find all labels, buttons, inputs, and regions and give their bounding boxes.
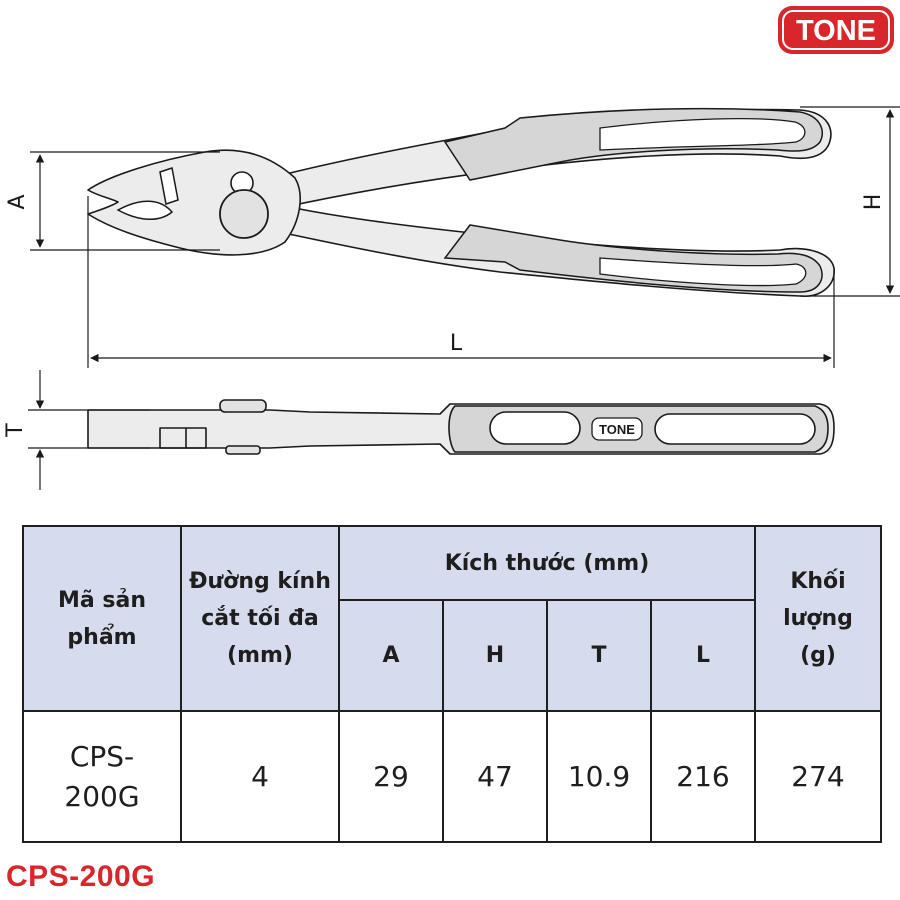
cell-l: 216 [649, 710, 757, 843]
table-subheader-row: A H T L [23, 599, 881, 712]
pivot-bolt [219, 189, 269, 239]
header-dimensions: Kích thước (mm) [337, 525, 757, 601]
table-header-row: Mã sản phẩm Đường kính cắt tối đa (mm) K… [22, 525, 883, 712]
upper-grip-window [599, 117, 806, 151]
header-a: A [338, 599, 444, 712]
dim-a-label: A [5, 194, 30, 209]
pliers-technical-drawing: A H L TONE T [3, 106, 900, 490]
cell-t: 10.9 [546, 710, 652, 843]
cell-h: 47 [442, 710, 548, 843]
cell-code: CPS-200G [22, 710, 182, 843]
cell-cut-diameter: 4 [180, 710, 340, 843]
tone-logo: TONE [778, 6, 894, 54]
header-l: L [649, 599, 757, 712]
dim-l-label: L [450, 331, 463, 356]
jaw-slot [159, 167, 179, 205]
dim-t-label: T [3, 423, 28, 438]
side-view-grip-window [489, 411, 581, 445]
header-h: H [442, 599, 548, 712]
jaw-body [87, 149, 301, 256]
cell-weight: 274 [754, 710, 883, 843]
side-view-joint [159, 427, 207, 449]
table-row: CPS-200G 4 29 47 10.9 216 274 [22, 710, 883, 843]
lower-grip-window [599, 257, 807, 287]
side-view-grip-window-rear [654, 413, 816, 445]
header-cut-diameter: Đường kính cắt tối đa (mm) [180, 525, 340, 712]
jaw-opening [116, 200, 174, 220]
dim-h-label: H [861, 194, 886, 211]
product-code-caption: CPS-200G [6, 860, 156, 893]
handle-badge-text: TONE [599, 422, 635, 437]
cell-a: 29 [338, 710, 444, 843]
logo-text: TONE [796, 15, 876, 47]
header-code: Mã sản phẩm [22, 525, 182, 712]
header-t: T [546, 599, 652, 712]
handle-badge [591, 417, 643, 441]
spec-table: Mã sản phẩm Đường kính cắt tối đa (mm) K… [22, 525, 883, 843]
logo-badge [778, 6, 894, 54]
logo-badge-ring [782, 10, 890, 50]
side-view-bolt-head [219, 399, 267, 413]
header-weight: Khối lượng (g) [754, 525, 883, 712]
side-view-bolt-nut [225, 445, 261, 455]
